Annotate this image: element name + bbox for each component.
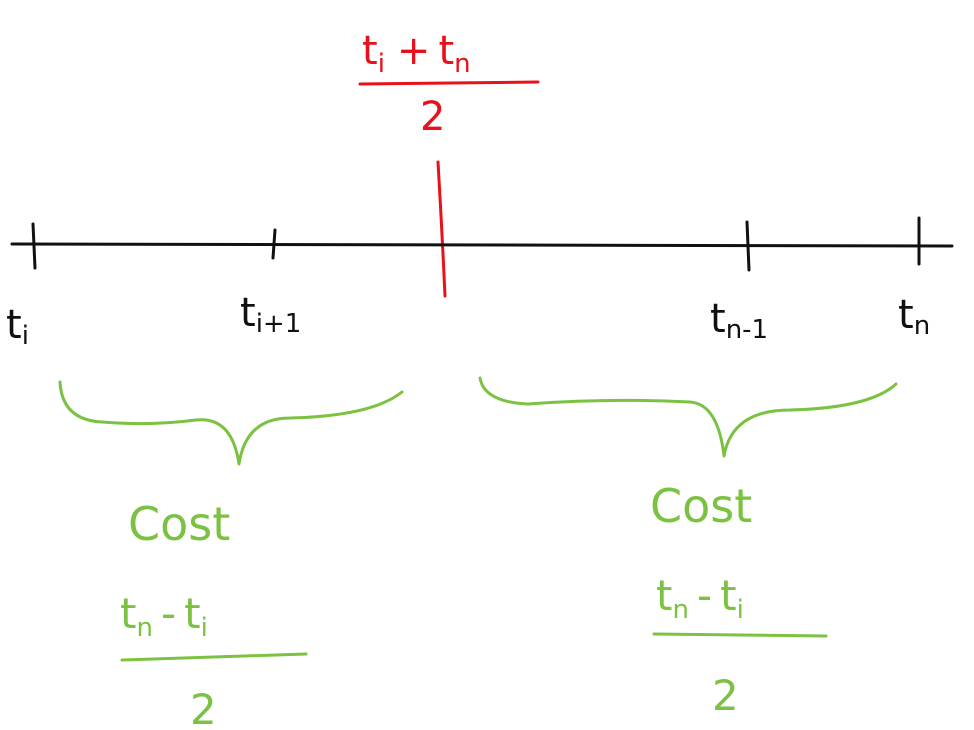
midpoint-fraction-bar (358, 80, 540, 86)
right-cost-denominator: 2 (712, 671, 739, 720)
midpoint-denominator: 2 (420, 94, 445, 140)
right-cost-label: Cost (650, 479, 752, 533)
right-brace (478, 376, 898, 458)
left-cost-group: Cost tn-ti 2 (120, 497, 308, 730)
right-cost-numerator: tn-ti (656, 571, 744, 625)
tick-label-tn-1: tn-1 (710, 296, 768, 345)
left-brace (58, 380, 404, 466)
tick-mark-ti+1 (271, 228, 277, 260)
left-cost-fraction-bar (120, 652, 308, 662)
tick-mark-tn-1 (745, 220, 751, 272)
right-cost-fraction-bar (652, 632, 828, 638)
tick-label-tn: tn (898, 292, 930, 341)
left-cost-denominator: 2 (190, 685, 217, 730)
midpoint-fraction: ti+tn 2 (358, 28, 540, 140)
tick-label-ti: ti (6, 302, 29, 351)
midpoint-marker (436, 160, 447, 298)
left-cost-label: Cost (128, 497, 230, 551)
right-cost-group: Cost tn-ti 2 (650, 479, 828, 720)
tick-label-ti+1: ti+1 (240, 290, 301, 339)
tick-mark-ti (31, 222, 37, 270)
midpoint-numerator: ti+tn (362, 28, 471, 79)
timeline-axis (10, 242, 954, 248)
left-cost-numerator: tn-ti (120, 589, 208, 643)
